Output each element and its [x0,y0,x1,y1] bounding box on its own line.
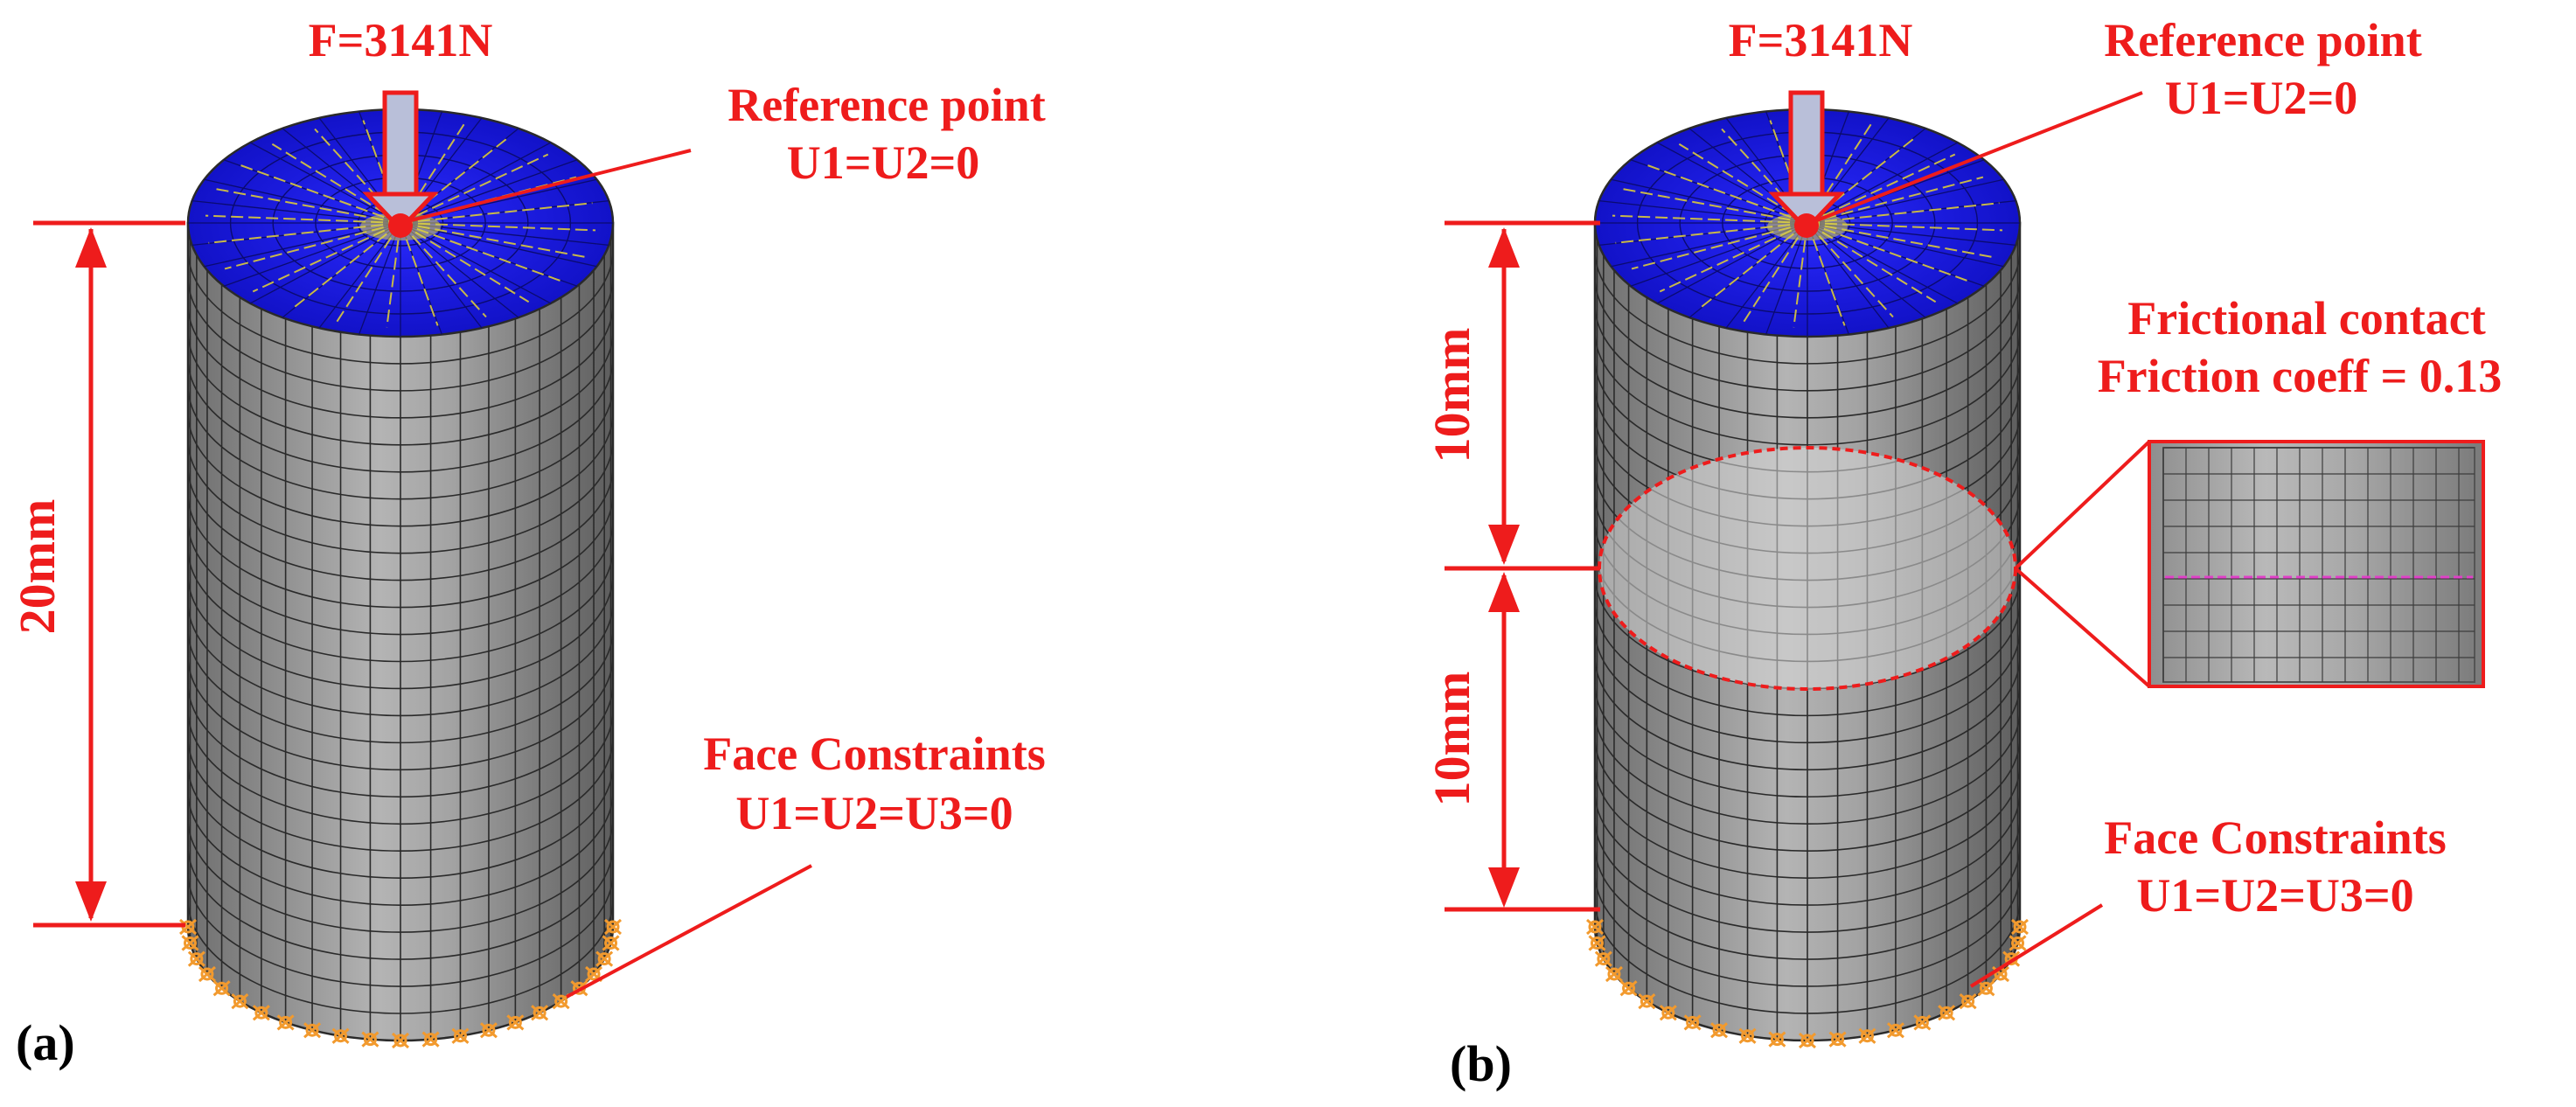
face-constraint-marker [595,950,614,967]
panel-label-b: (b) [1450,1035,1512,1092]
face-constraint-marker [1959,993,1977,1010]
face-constraints-value: U1=U2=U3=0 [2136,869,2413,922]
face-constraint-leader-line [1969,903,2104,988]
face-constraint-marker [1886,1022,1904,1039]
dimension-lines-10mm [1445,220,1600,912]
dimension-label-lower-10mm: 10mm [1424,672,1480,807]
face-constraint-marker [1683,1014,1702,1031]
face-constraint-marker [1605,965,1623,983]
face-constraint-marker [303,1022,322,1039]
force-label: F=3141N [1729,14,1913,66]
face-constraint-marker [1619,980,1638,997]
contact-interface-ellipse [1598,446,2017,691]
face-constraints-value: U1=U2=U3=0 [735,787,1013,839]
dimension-label-upper-10mm: 10mm [1424,328,1480,463]
reference-leader-line [410,149,692,222]
face-constraint-marker [252,1005,270,1021]
face-constraint-marker [2009,935,2027,951]
reference-point-title: Reference point [2104,14,2421,66]
reference-point-value: U1=U2=0 [787,136,980,189]
face-constraints-title: Face Constraints [2104,811,2446,864]
face-constraint-marker [506,1014,525,1031]
face-constraint-marker [451,1027,470,1044]
friction-coefficient-value: Friction coeff = 0.13 [2098,350,2503,402]
face-constraint-marker [392,1032,409,1049]
face-constraint-marker [2011,918,2029,936]
face-constraint-marker [331,1027,350,1044]
face-constraint-marker [1586,918,1604,936]
face-constraint-marker [1710,1022,1729,1039]
force-label: F=3141N [309,14,493,66]
face-constraint-marker [1738,1027,1757,1044]
face-constraint-marker [1638,993,1656,1010]
face-constraint-marker [552,993,570,1010]
contact-detail-inset [2014,440,2485,688]
face-constraint-marker [1828,1031,1847,1048]
face-constraint-marker [602,935,620,951]
frictional-contact-title: Frictional contact [2127,292,2485,345]
reference-leader-line [1816,91,2143,222]
panel-b: F=3141N Reference point U1=U2=0 10mm 10m… [1424,14,2502,1092]
face-constraints-title: Face Constraints [703,728,1045,780]
face-constraint-marker [181,935,199,951]
face-constraint-marker [531,1005,549,1021]
face-constraint-marker [1913,1014,1932,1031]
load-arrow [362,90,439,233]
face-constraint-marker [231,993,249,1010]
face-constraint-marker [1799,1032,1816,1049]
face-constraint-marker [1588,935,1606,951]
face-constraint-marker [479,1022,498,1039]
face-constraint-marker [212,980,231,997]
face-constraint-leader-line [566,864,812,999]
face-constraint-marker [1659,1005,1677,1021]
panel-label-a: (a) [16,1014,75,1071]
panel-a: F=3141N Reference point U1=U2=0 20mm Fac… [9,14,1046,1071]
face-constraint-marker [421,1031,440,1048]
dimension-line-20mm [33,220,185,928]
face-constraint-marker [1594,950,1612,967]
reference-point-title: Reference point [728,79,1045,131]
cylinder-mesh [179,108,622,1049]
face-constraint-marker [1858,1027,1876,1044]
face-constraint-marker [1977,980,1995,997]
face-constraint-marker [361,1031,379,1048]
reference-point-marker [388,213,413,238]
dimension-label-20mm: 20mm [9,499,66,635]
reference-point-marker [1794,213,1819,238]
reference-point-value: U1=U2=0 [2165,72,2358,124]
face-constraint-marker [276,1014,295,1031]
face-constraint-marker [187,950,205,967]
face-constraint-marker [604,918,622,936]
face-constraint-marker [1938,1005,1956,1021]
face-constraint-marker [1768,1031,1786,1048]
load-arrow [1768,90,1845,233]
face-constraint-marker [198,965,216,983]
